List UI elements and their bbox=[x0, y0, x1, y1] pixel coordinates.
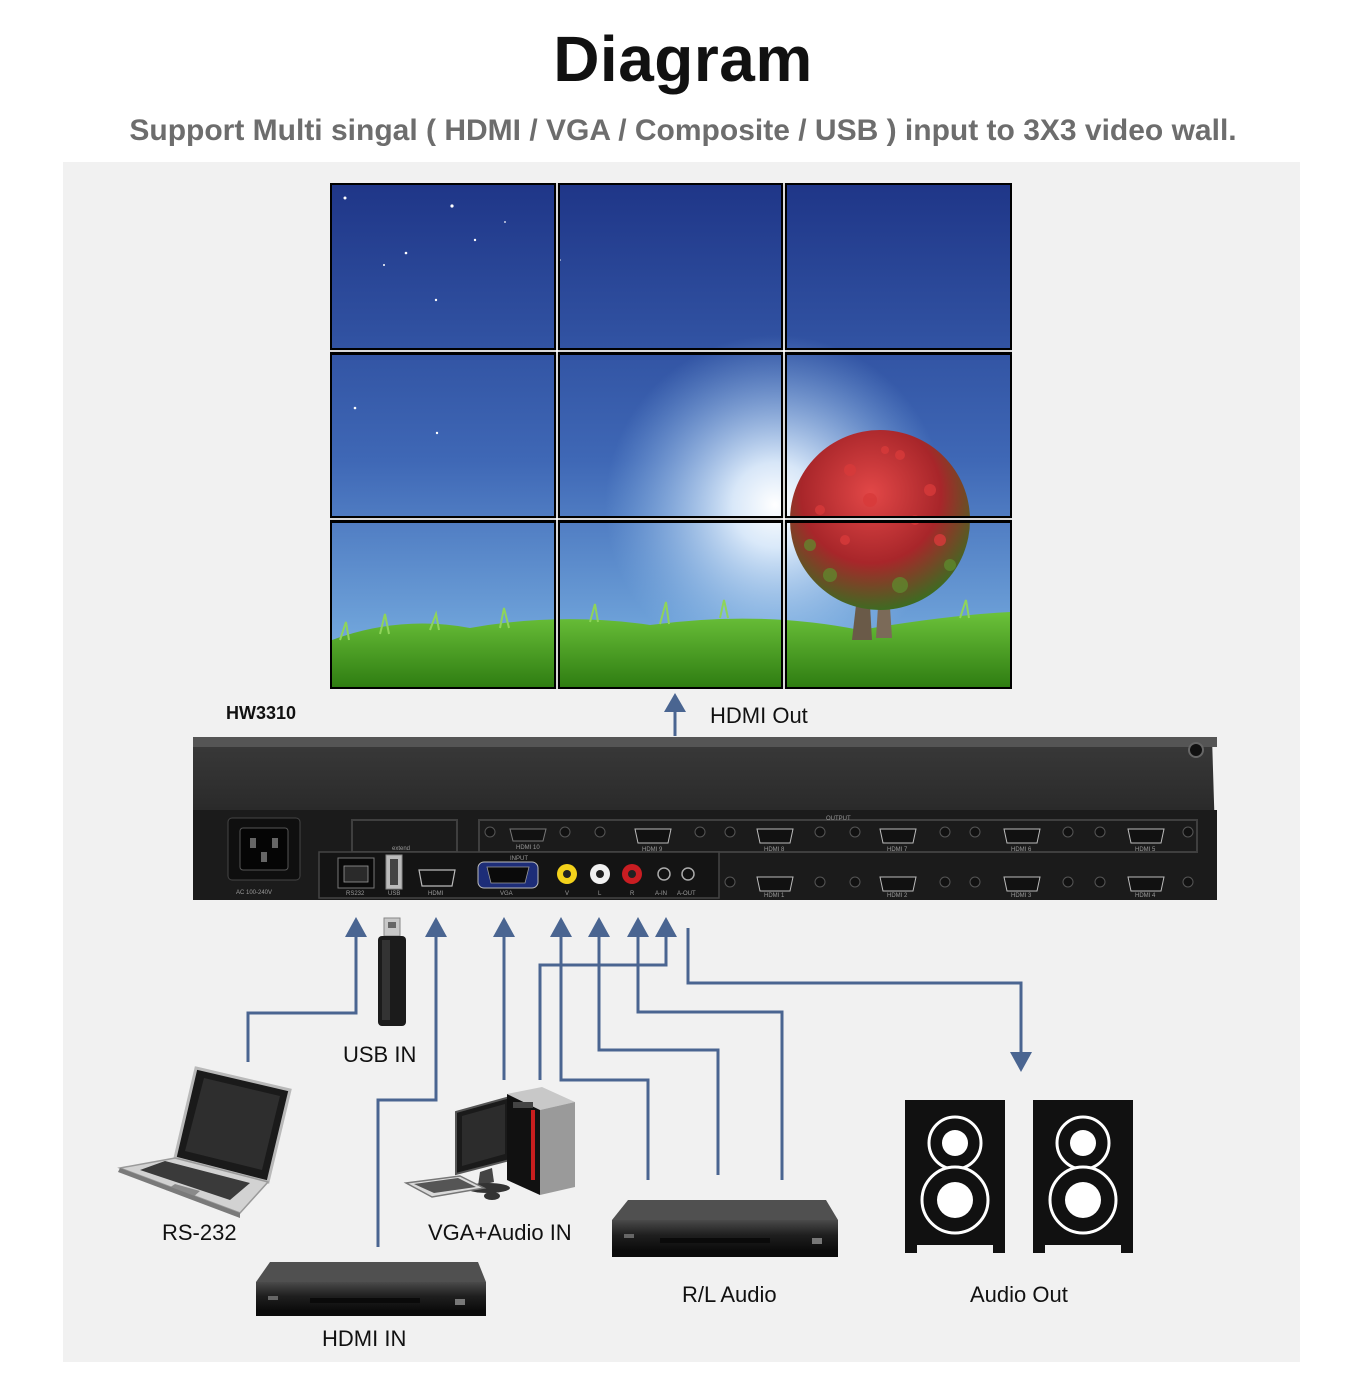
audio-out-jack bbox=[681, 867, 695, 881]
model-label: HW3310 bbox=[226, 703, 296, 723]
speaker-left-icon bbox=[905, 1100, 1005, 1253]
v-port-label: V bbox=[565, 891, 569, 897]
output-label-0: HDMI 10 bbox=[516, 845, 540, 851]
output-label-8: HDMI 3 bbox=[1011, 893, 1032, 899]
rs232-port-label: RS232 bbox=[346, 891, 365, 897]
usb-stick bbox=[378, 917, 406, 1026]
video-wall bbox=[330, 183, 1012, 689]
output-label-5: HDMI 5 bbox=[1135, 847, 1156, 853]
vga-audio-in-label: VGA+Audio IN bbox=[428, 1220, 572, 1245]
usb-port bbox=[385, 854, 403, 890]
output-group-label: OUTPUT bbox=[826, 816, 851, 822]
rl-audio-label: R/L Audio bbox=[682, 1282, 777, 1307]
l-port-label: L bbox=[598, 891, 602, 897]
a-out-port-label: A-OUT bbox=[677, 891, 696, 897]
rs232-label: RS-232 bbox=[162, 1220, 237, 1245]
hdmi-4-port bbox=[1127, 876, 1165, 892]
vga-port bbox=[477, 861, 539, 889]
hdmi-5-port bbox=[1127, 828, 1165, 844]
stars bbox=[343, 196, 561, 435]
audio-source-player-icon bbox=[612, 1200, 838, 1257]
input-group-label: INPUT bbox=[510, 856, 528, 862]
audio-right-port bbox=[622, 864, 642, 884]
video-wall-controller: AC 100-240V INPUT OUTPUT extend RS232 US… bbox=[193, 737, 1217, 900]
hdmi-7-port bbox=[879, 828, 917, 844]
output-label-7: HDMI 2 bbox=[887, 893, 908, 899]
screws bbox=[484, 826, 1194, 888]
rs232-line bbox=[246, 935, 358, 1062]
hdmi-output-ports bbox=[509, 828, 1165, 892]
power-label: AC 100-240V bbox=[236, 890, 272, 896]
laptop-icon bbox=[117, 1066, 292, 1218]
hdmi-3-port bbox=[1003, 876, 1041, 892]
page-title: Diagram bbox=[553, 23, 813, 95]
hdmi-6-port bbox=[1003, 828, 1041, 844]
wall-image bbox=[332, 185, 1010, 687]
hdmi-1-port bbox=[756, 876, 794, 892]
extend-label: extend bbox=[392, 846, 410, 852]
rs232-port bbox=[337, 857, 375, 889]
hdmi-in-line bbox=[376, 935, 438, 1247]
video-line bbox=[559, 935, 650, 1180]
hdmi-8-port bbox=[756, 828, 794, 844]
connection-lines bbox=[246, 928, 1023, 1247]
output-label-2: HDMI 8 bbox=[764, 847, 785, 853]
hdmi-out-label: HDMI Out bbox=[710, 703, 808, 728]
audio-left-line bbox=[597, 935, 720, 1175]
arrow-heads bbox=[345, 917, 1032, 1072]
output-label-6: HDMI 1 bbox=[764, 893, 785, 899]
audio-right-line bbox=[636, 935, 784, 1180]
usb-port-label: USB bbox=[388, 891, 400, 897]
hdmi-in-port-label: HDMI bbox=[428, 891, 444, 897]
output-label-3: HDMI 7 bbox=[887, 847, 908, 853]
vga-port-label: VGA bbox=[500, 891, 513, 897]
hdmi-in-port bbox=[418, 869, 456, 887]
hdmi-out-arrow bbox=[664, 693, 686, 736]
audio-out-line bbox=[686, 928, 1023, 1054]
r-port-label: R bbox=[630, 891, 635, 897]
composite-video-port bbox=[557, 864, 577, 884]
output-label-9: HDMI 4 bbox=[1135, 893, 1156, 899]
output-label-4: HDMI 6 bbox=[1011, 847, 1032, 853]
hdmi-in-label: HDMI IN bbox=[322, 1326, 406, 1351]
hdmi-10-port bbox=[509, 828, 547, 842]
speaker-right-icon bbox=[1033, 1100, 1133, 1253]
hdmi-2-port bbox=[879, 876, 917, 892]
output-label-1: HDMI 9 bbox=[642, 847, 663, 853]
pc-audio-line bbox=[538, 935, 668, 1080]
a-in-port-label: A-IN bbox=[655, 891, 667, 897]
audio-in-jack bbox=[657, 867, 671, 881]
audio-out-label: Audio Out bbox=[970, 1282, 1068, 1307]
power-socket bbox=[227, 817, 301, 881]
usb-in-label: USB IN bbox=[343, 1042, 416, 1067]
hdmi-source-player-icon bbox=[256, 1262, 486, 1316]
page-subtitle: Support Multi singal ( HDMI / VGA / Comp… bbox=[129, 114, 1237, 147]
desktop-pc-icon bbox=[403, 1087, 575, 1200]
audio-left-port bbox=[590, 864, 610, 884]
hdmi-9-port bbox=[634, 828, 672, 844]
